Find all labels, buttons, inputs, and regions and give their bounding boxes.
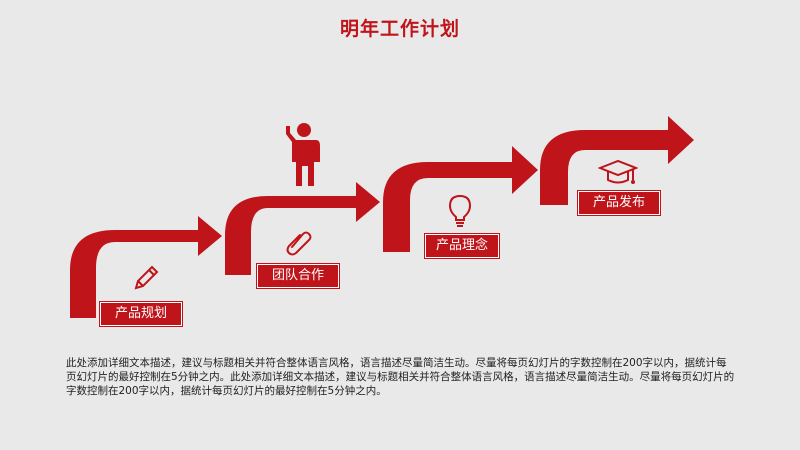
- step-arrow-3: [383, 146, 538, 252]
- slide-title: 明年工作计划: [339, 18, 460, 40]
- lightbulb-icon: [448, 194, 472, 227]
- step-arrow-1: [70, 216, 222, 318]
- person-thumbs-up-icon: [286, 123, 320, 186]
- description-text: 此处添加详细文本描述，建议与标题相关并符合整体语言风格，语言描述尽量简洁生动。尽…: [66, 357, 735, 397]
- step-label-3: 产品理念: [425, 234, 499, 258]
- graduation-cap-icon: [598, 159, 638, 184]
- step-label-1: 产品规划: [100, 302, 182, 326]
- step-arrow-2: [225, 182, 380, 275]
- step-arrow-4: [540, 116, 694, 205]
- step-label-4: 产品发布: [578, 191, 660, 215]
- step-label-2: 团队合作: [257, 264, 339, 288]
- pencil-icon: [134, 265, 159, 290]
- paperclip-icon: [286, 231, 312, 256]
